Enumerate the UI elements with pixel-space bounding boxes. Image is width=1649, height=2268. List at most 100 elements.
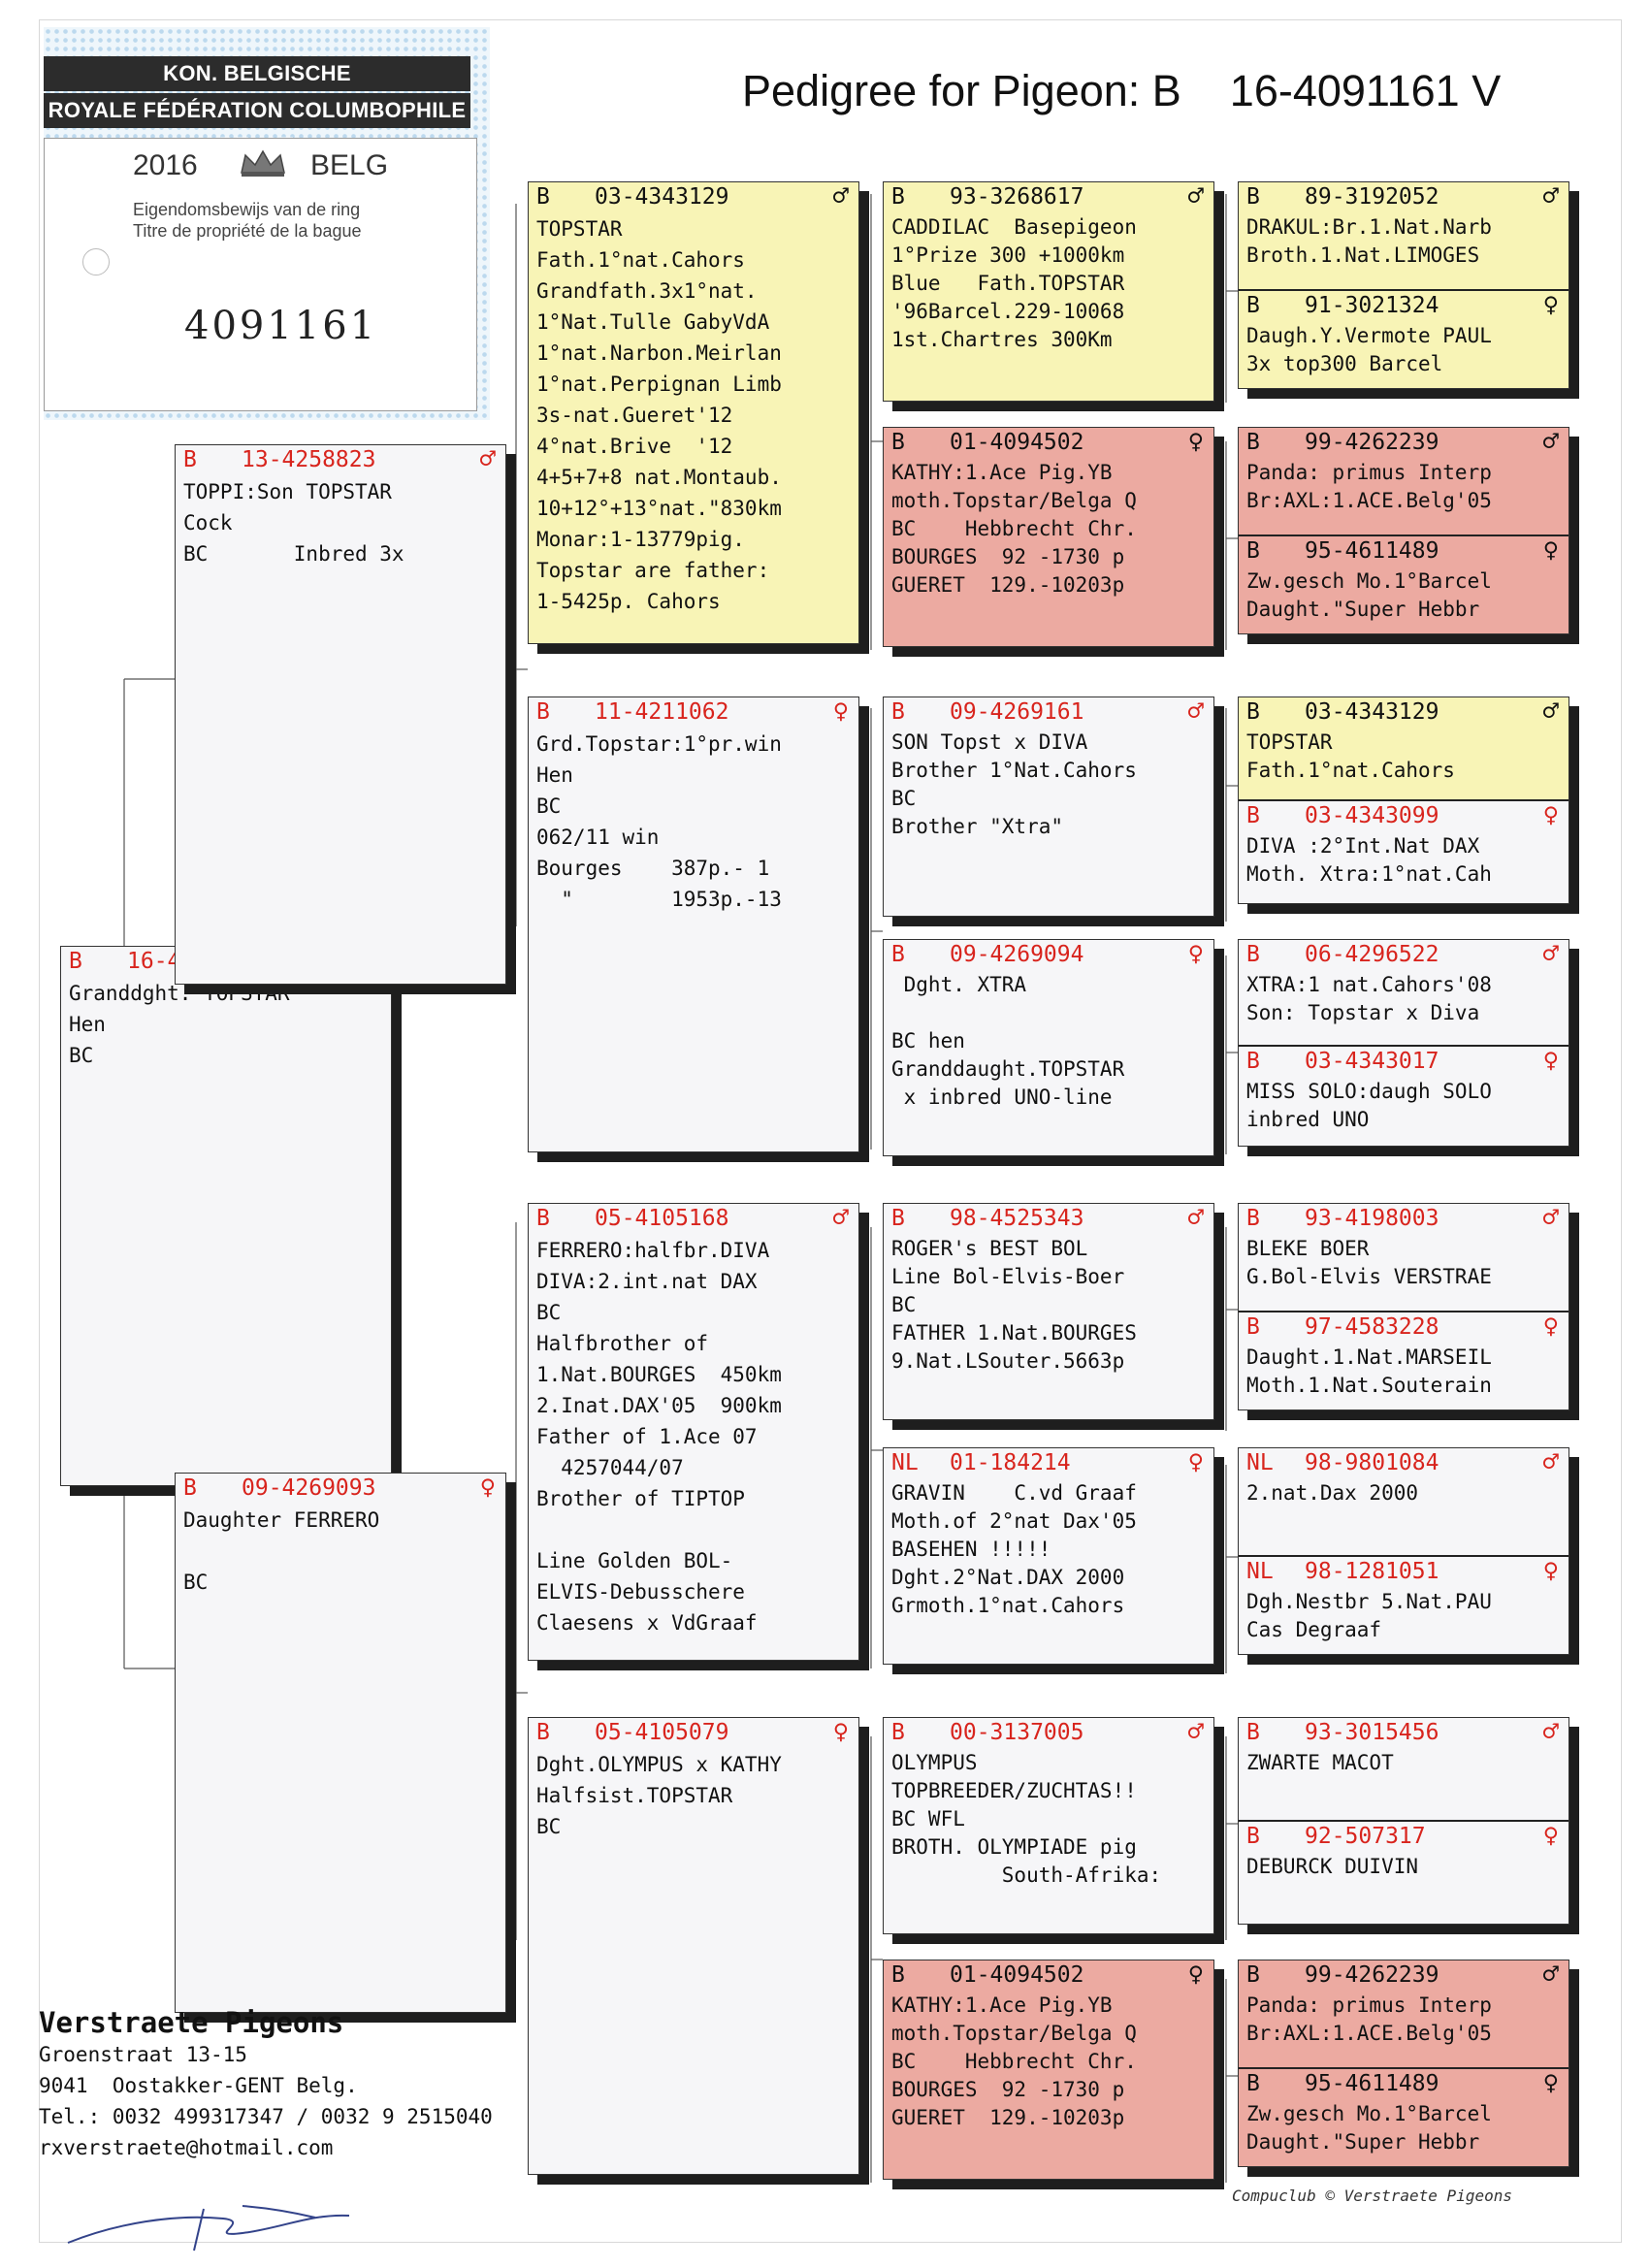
pigeon-info: Dght. XTRA BC hen Granddaught.TOPSTAR x …	[891, 973, 1125, 1109]
ring-number: 11-4211062	[595, 699, 729, 725]
female-icon: ♀	[479, 1473, 496, 1503]
footer-copyright: Compuclub © Verstraete Pigeons	[1232, 2187, 1512, 2205]
page-border	[39, 19, 1622, 2243]
country-code: B	[891, 1962, 905, 1988]
ring-number: 01-184214	[950, 1450, 1071, 1475]
pigeon-info: FERRERO:halfbr.DIVA DIVA:2.int.nat DAX B…	[536, 1239, 782, 1635]
page-title: Pedigree for Pigeon: B 16-4091161 V	[742, 66, 1502, 115]
ring-number: 93-4198003	[1305, 1206, 1439, 1231]
pigeon-info: CADDILAC Basepigeon 1°Prize 300 +1000km …	[891, 215, 1137, 351]
female-icon: ♀	[1542, 1821, 1559, 1851]
pigeon-info: XTRA:1 nat.Cahors'08 Son: Topstar x Diva	[1246, 973, 1492, 1024]
country-code: B	[183, 1475, 197, 1501]
ring-number: 01-4094502	[950, 430, 1084, 455]
pigeon-box-subject[interactable]: B16-4091161♀ Granddght. TOPSTAR Hen BC	[60, 946, 392, 1486]
country-code: B	[1246, 1962, 1260, 1988]
ring-number: 98-1281051	[1305, 1559, 1439, 1584]
female-icon: ♀	[1187, 939, 1204, 969]
female-icon: ♀	[1542, 1556, 1559, 1586]
pigeon-info: Daugh.Y.Vermote PAUL 3x top300 Barcel	[1246, 324, 1492, 375]
pigeon-info: Panda: primus Interp Br:AXL:1.ACE.Belg'0…	[1246, 461, 1492, 512]
country-code: B	[891, 430, 905, 455]
ring-number: 98-4525343	[950, 1206, 1084, 1231]
male-icon: ♂	[832, 1203, 849, 1233]
female-icon: ♀	[1542, 800, 1559, 830]
male-icon: ♂	[1542, 182, 1559, 211]
ring-number: 09-4269093	[242, 1475, 376, 1501]
country-code: B	[891, 1720, 905, 1745]
pigeon-info: Dgh.Nestbr 5.Nat.PAU Cas Degraaf	[1246, 1590, 1492, 1641]
ring-number: 09-4269094	[950, 942, 1084, 967]
country-code: B	[183, 447, 197, 472]
female-icon: ♀	[832, 1717, 849, 1747]
pigeon-info: ROGER's BEST BOL Line Bol-Elvis-Boer BC …	[891, 1237, 1137, 1373]
ring-number: 03-4343017	[1305, 1049, 1439, 1074]
ring-card-year: 2016	[133, 149, 198, 181]
pigeon-info: MISS SOLO:daugh SOLO inbred UNO	[1246, 1080, 1492, 1131]
country-code: NL	[891, 1450, 919, 1475]
breeder-info: Verstraete Pigeons Groenstraat 13-15 904…	[39, 2006, 493, 2163]
country-code: B	[536, 699, 550, 725]
ring-number: 95-4611489	[1305, 2071, 1439, 2096]
ring-number: 91-3021324	[1305, 293, 1439, 318]
ring-number: 06-4296522	[1305, 942, 1439, 967]
ring-number: 00-3137005	[950, 1720, 1084, 1745]
pigeon-info: Panda: primus Interp Br:AXL:1.ACE.Belg'0…	[1246, 1993, 1492, 2045]
pigeon-info: SON Topst x DIVA Brother 1°Nat.Cahors BC…	[891, 730, 1137, 838]
country-code: B	[891, 1206, 905, 1231]
male-icon: ♂	[479, 444, 496, 474]
ring-number: 03-4343099	[1305, 803, 1439, 828]
country-code: B	[1246, 1824, 1260, 1849]
pigeon-info: KATHY:1.Ace Pig.YB moth.Topstar/Belga Q …	[891, 461, 1137, 597]
breeder-email[interactable]: rxverstraete@hotmail.com	[39, 2136, 334, 2159]
country-code: B	[1246, 184, 1260, 210]
country-code: B	[1246, 293, 1260, 318]
male-icon: ♂	[1542, 428, 1559, 457]
ring-number: 89-3192052	[1305, 184, 1439, 210]
country-code: B	[1246, 699, 1260, 725]
female-icon: ♀	[1542, 1046, 1559, 1076]
country-code: B	[536, 1720, 550, 1745]
ring-number: 95-4611489	[1305, 538, 1439, 564]
pigeon-info: BLEKE BOER G.Bol-Elvis VERSTRAE	[1246, 1237, 1492, 1288]
female-icon: ♀	[1542, 535, 1559, 566]
pigeon-info: ZWARTE MACOT	[1246, 1751, 1394, 1774]
